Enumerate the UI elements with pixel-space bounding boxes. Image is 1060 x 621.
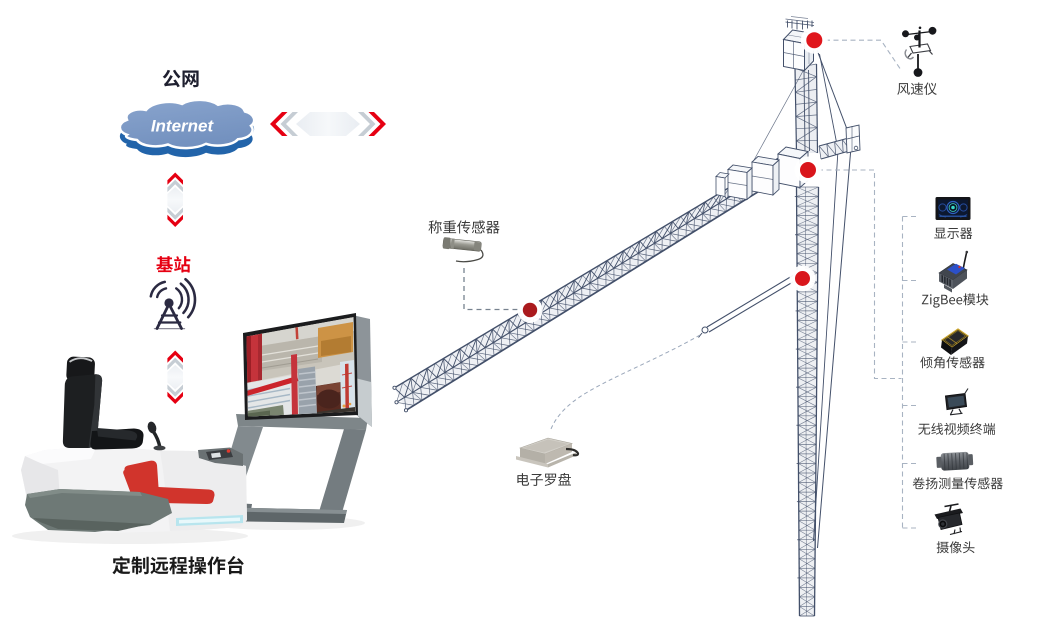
svg-text:Internet: Internet bbox=[151, 117, 215, 136]
